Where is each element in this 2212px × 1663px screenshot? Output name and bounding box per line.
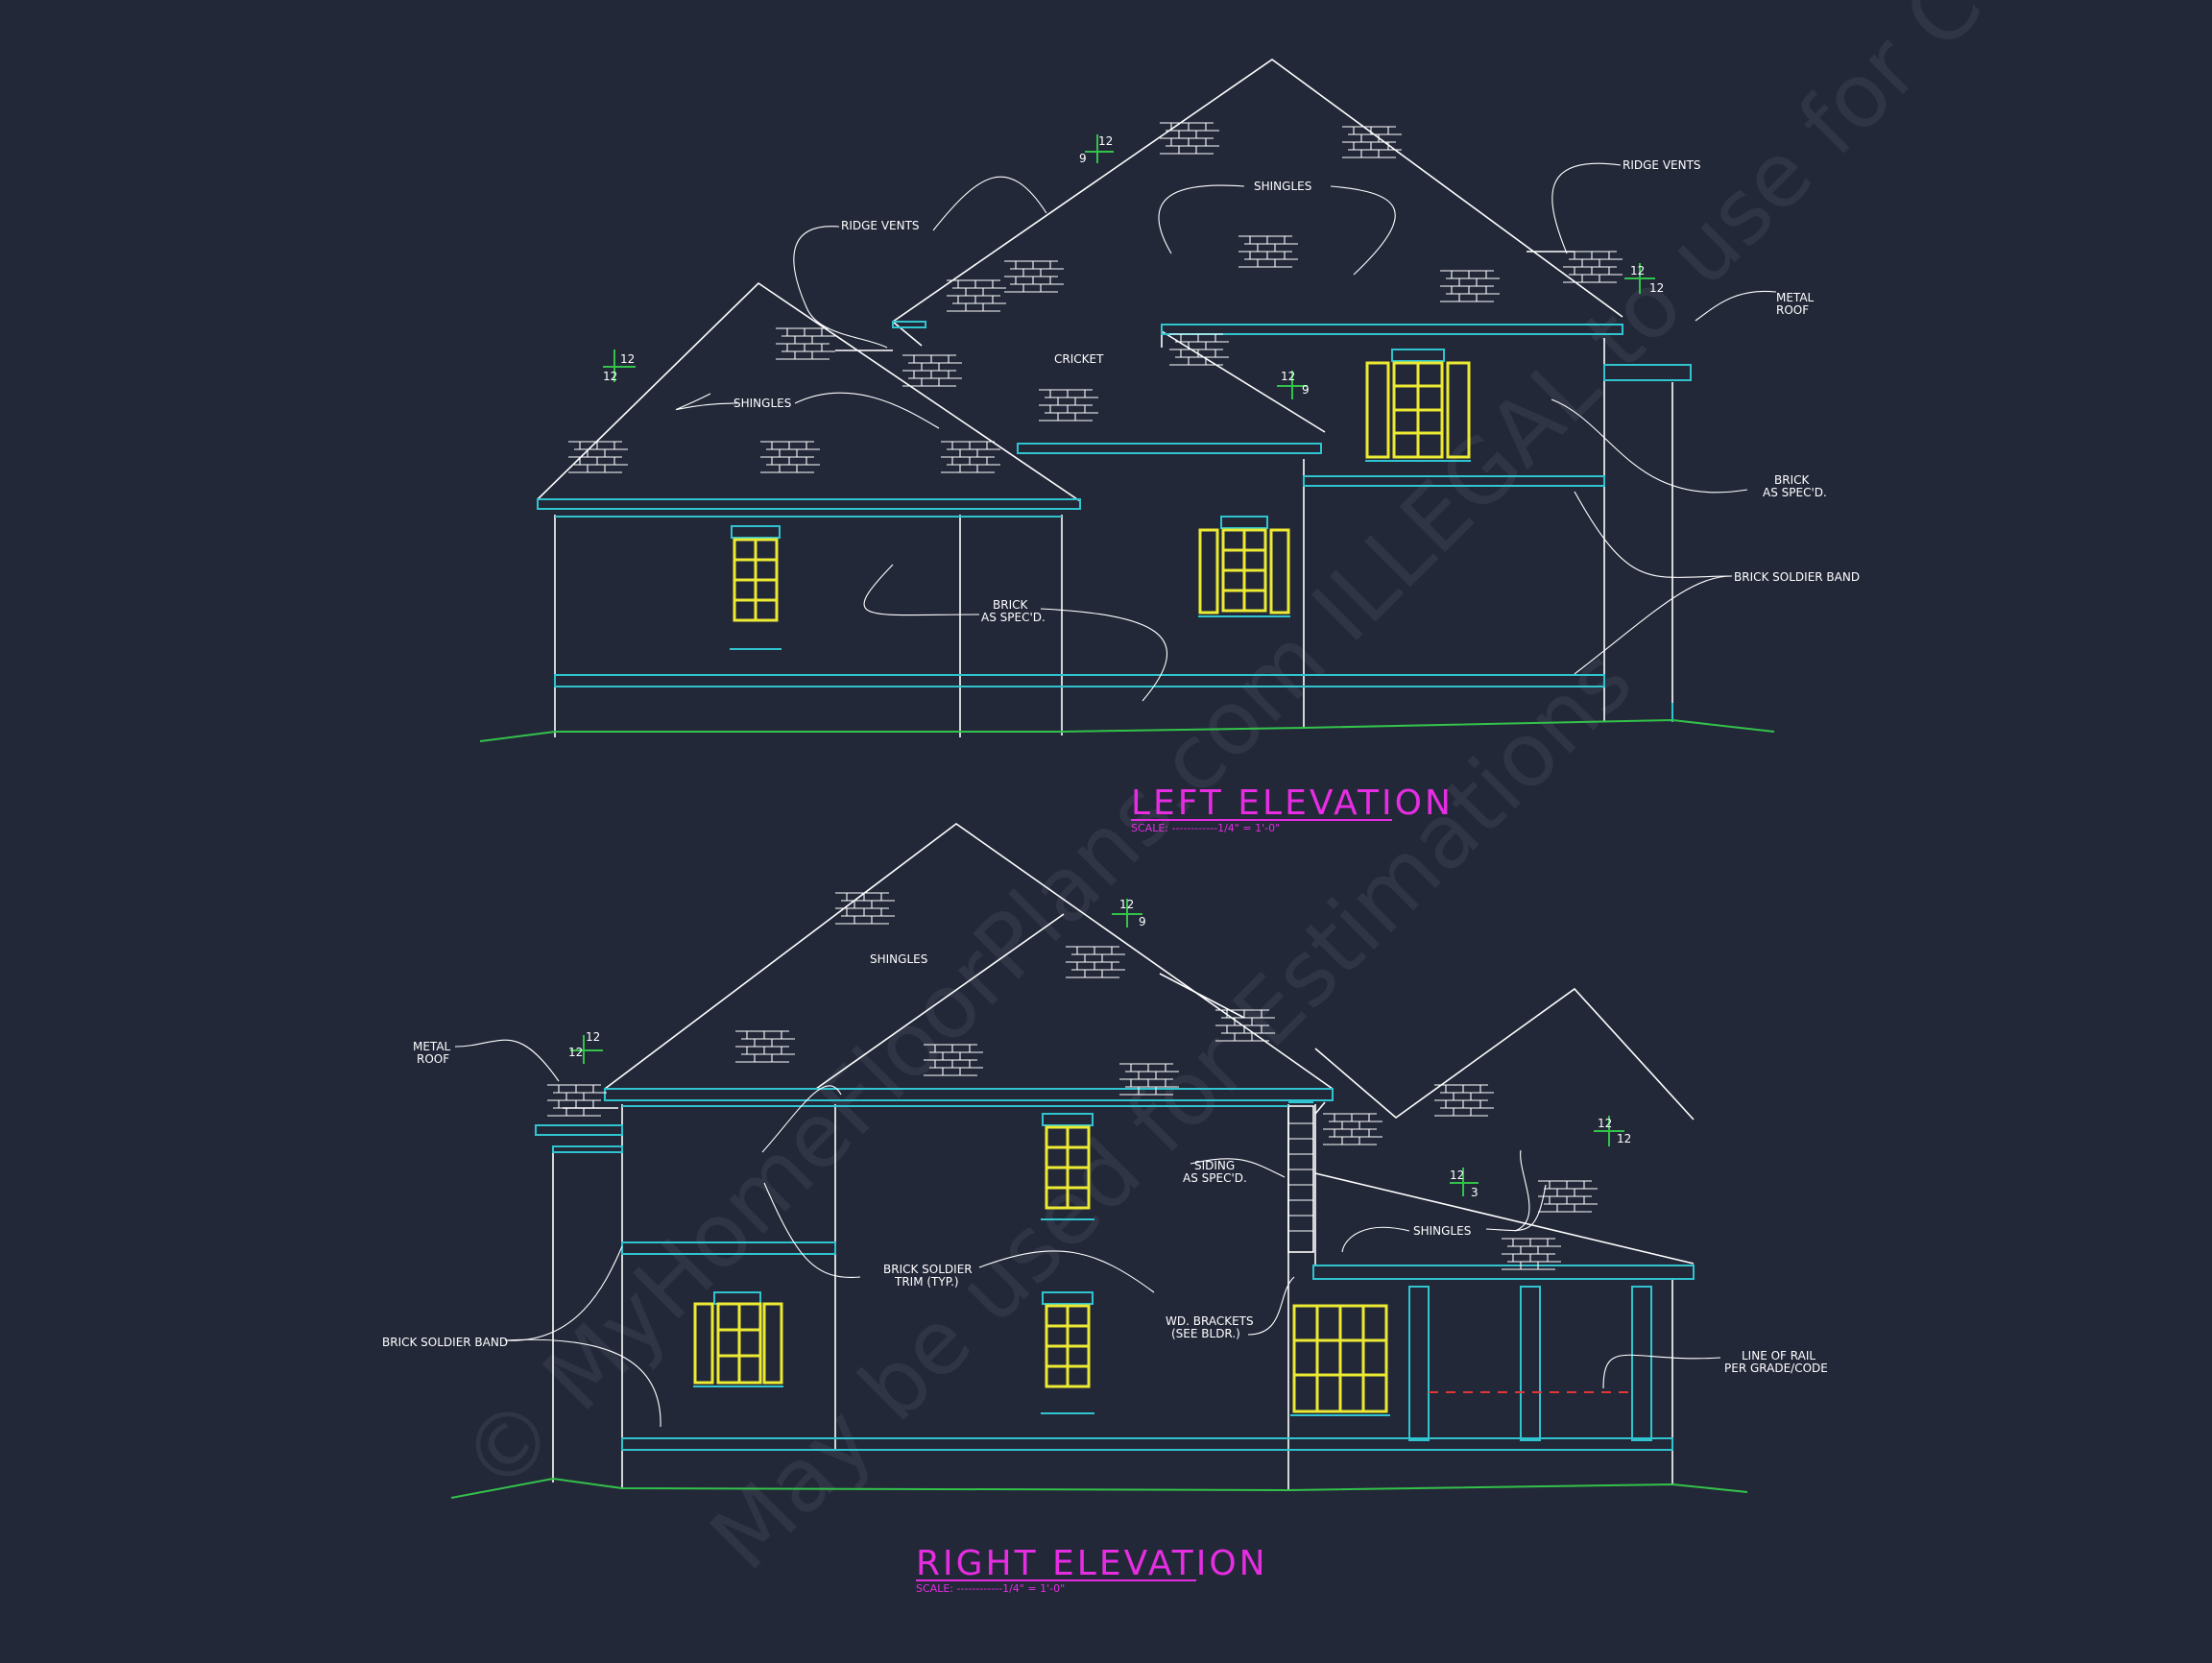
note-wd-brackets: WD. BRACKETS <box>1166 1314 1254 1328</box>
left-elevation-walls <box>554 334 1673 737</box>
right-elevation-pitch-labels: 12 9 12 12 12 3 12 12 <box>568 898 1631 1199</box>
left-elevation-title: LEFT ELEVATION <box>1131 783 1454 823</box>
window-right-upper <box>1041 1113 1094 1220</box>
note-siding: SIDING <box>1194 1159 1235 1172</box>
window-right-lower <box>1041 1291 1094 1414</box>
left-elevation-notes: RIDGE VENTS SHINGLES RIDGE VENTS METAL R… <box>733 158 1860 624</box>
pitch-label: 12 <box>1450 1169 1464 1182</box>
watermark-line-1: © MyHomeFloorPlans.com ILLEGAL to use fo… <box>442 0 2212 1513</box>
note-siding: AS SPEC'D. <box>1183 1171 1247 1185</box>
pitch-label: 12 <box>1617 1132 1631 1145</box>
window-left-3 <box>1365 349 1471 462</box>
note-line-of-rail: LINE OF RAIL <box>1742 1349 1815 1362</box>
note-metal-roof: ROOF <box>1776 303 1809 317</box>
note-brick: BRICK <box>993 598 1028 612</box>
pitch-label: 12 <box>568 1046 583 1059</box>
left-elevation-pitch-symbols <box>603 134 1655 399</box>
note-cricket: CRICKET <box>1054 352 1104 366</box>
right-elevation-notes: SHINGLES METAL ROOF SIDING AS SPEC'D. SH… <box>382 952 1828 1375</box>
right-elevation-siding <box>1288 1122 1313 1232</box>
right-elevation-trim <box>535 1088 1695 1451</box>
note-brick-right: AS SPEC'D. <box>1763 486 1827 499</box>
note-line-of-rail: PER GRADE/CODE <box>1724 1362 1828 1375</box>
left-elevation-title-block: LEFT ELEVATION SCALE: ------------1/4" =… <box>1131 783 1454 834</box>
note-ridge-vents-right: RIDGE VENTS <box>1623 158 1701 172</box>
note-wd-brackets: (SEE BLDR.) <box>1171 1327 1240 1340</box>
note-metal-roof: METAL <box>1776 291 1815 304</box>
note-ridge-vents-left: RIDGE VENTS <box>841 219 920 232</box>
note-brick-soldier-band: BRICK SOLDIER BAND <box>1734 570 1860 584</box>
note-metal-roof: METAL <box>413 1040 451 1053</box>
note-shingles-upper: SHINGLES <box>1254 180 1311 193</box>
pitch-label: 12 <box>1630 264 1645 277</box>
left-elevation-scale: SCALE: ------------1/4" = 1'-0" <box>1131 822 1280 834</box>
pitch-label: 12 <box>1281 370 1295 383</box>
pitch-label: 12 <box>603 370 617 383</box>
right-elevation-pitch-symbols <box>570 899 1624 1196</box>
pitch-label: 3 <box>1471 1186 1479 1199</box>
note-brick: AS SPEC'D. <box>981 611 1046 624</box>
pitch-label: 12 <box>1098 134 1113 148</box>
pitch-label: 12 <box>586 1030 600 1044</box>
note-brick-soldier-band: BRICK SOLDIER BAND <box>382 1336 508 1349</box>
window-right-porch-pair <box>1290 1304 1390 1416</box>
right-elevation-grade <box>450 1477 1748 1499</box>
right-elevation-title: RIGHT ELEVATION <box>916 1544 1268 1583</box>
left-elevation-trim <box>537 321 1692 722</box>
pitch-label: 9 <box>1302 383 1310 397</box>
right-elevation: 12 9 12 12 12 3 12 12 SHINGLES METAL <box>382 823 1828 1595</box>
left-elevation-windows <box>730 349 1471 650</box>
window-left-2 <box>1198 516 1290 617</box>
note-metal-roof: ROOF <box>417 1052 449 1066</box>
note-brick-soldier-trim: BRICK SOLDIER <box>883 1263 973 1276</box>
pitch-label: 9 <box>1079 152 1087 165</box>
right-elevation-windows <box>693 1113 1390 1416</box>
note-shingles-porch: SHINGLES <box>1413 1224 1471 1238</box>
pitch-label: 12 <box>1598 1117 1612 1130</box>
right-elevation-leaders <box>454 1039 1721 1428</box>
window-right-shuttered <box>693 1291 783 1387</box>
pitch-label: 12 <box>1649 281 1664 295</box>
window-left-1 <box>730 525 781 650</box>
note-brick-soldier-trim: TRIM (TYP.) <box>894 1275 959 1289</box>
note-brick-right: BRICK <box>1774 473 1810 487</box>
note-shingles-top: SHINGLES <box>870 952 927 966</box>
left-elevation-leaders <box>675 162 1777 702</box>
right-elevation-title-block: RIGHT ELEVATION SCALE: ------------1/4" … <box>916 1544 1268 1595</box>
left-elevation: 12 9 12 12 12 9 12 12 RIDGE VENTS S <box>479 59 1860 834</box>
note-shingles-lower: SHINGLES <box>733 397 791 410</box>
pitch-label: 12 <box>620 352 635 366</box>
right-elevation-scale: SCALE: ------------1/4" = 1'-0" <box>916 1582 1065 1595</box>
pitch-label: 9 <box>1139 915 1146 928</box>
pitch-label: 12 <box>1119 898 1134 911</box>
left-elevation-grade <box>479 718 1775 742</box>
left-elevation-pitch-labels: 12 9 12 12 12 9 12 12 <box>603 134 1664 397</box>
